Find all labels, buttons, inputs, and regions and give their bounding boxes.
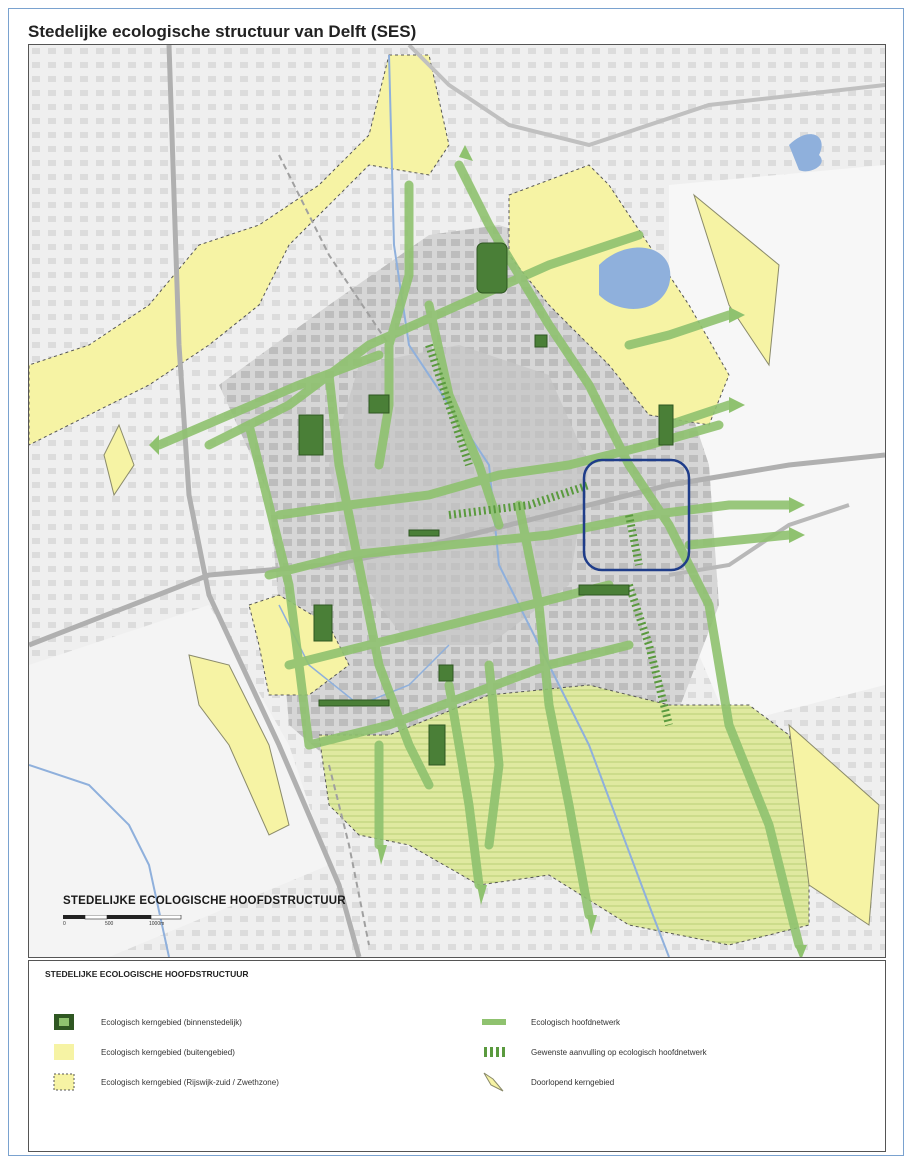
road-north	[407, 45, 885, 148]
page-title: Stedelijke ecologische structuur van Del…	[28, 22, 417, 41]
canal-southwest	[29, 764, 170, 957]
legend-item: Ecologisch kerngebied (buitengebied)	[49, 1041, 235, 1063]
aanvulling-swatch-icon	[479, 1041, 509, 1063]
ecologisch-hoofdnetwerk	[154, 160, 804, 950]
kerngebied-buiten-swatch-icon	[49, 1041, 79, 1063]
lake-north	[599, 247, 671, 309]
railway-south	[328, 764, 370, 946]
legend-item: Ecologisch kerngebied (binnenstedelijk)	[49, 1011, 242, 1033]
lake-northeast	[789, 134, 822, 172]
road-east	[668, 503, 850, 577]
legend-label: Ecologisch kerngebied (Rijswijk-zuid / Z…	[101, 1077, 279, 1087]
legend-label: Gewenste aanvulling op ecologisch hoofdn…	[531, 1047, 707, 1057]
legend-label: Ecologisch hoofdnetwerk	[531, 1017, 620, 1027]
kerngebied-dashed-swatch-icon	[49, 1071, 79, 1093]
inner-city	[329, 345, 589, 645]
hoofdnetwerk-swatch-icon	[479, 1011, 509, 1033]
legend-label: Ecologisch kerngebied (binnenstedelijk)	[101, 1017, 242, 1027]
scale-label-0: 0	[63, 921, 66, 927]
doorlopend-swatch-icon	[479, 1071, 509, 1093]
legend-title: STEDELIJKE ECOLOGISCHE HOOFDSTRUCTUUR	[45, 969, 249, 979]
kerngebied-binnenstedelijk	[298, 242, 674, 766]
gewenste-aanvulling	[425, 343, 673, 726]
open-land-east	[669, 165, 885, 725]
delft-map	[29, 45, 885, 957]
scale-label-1: 500	[105, 921, 114, 927]
scale-bar: 0 500 1000m	[63, 915, 183, 933]
kerngebied-binnen-swatch-icon	[49, 1011, 79, 1033]
legend-item: Doorlopend kerngebied	[479, 1071, 614, 1093]
legend-item: Gewenste aanvulling op ecologisch hoofdn…	[479, 1041, 707, 1063]
scale-label-2: 1000m	[149, 921, 165, 927]
network-arrowheads	[149, 145, 807, 957]
yellow-zone-northwest	[29, 54, 450, 446]
legend-label: Ecologisch kerngebied (buitengebied)	[101, 1047, 235, 1057]
highway-ew	[29, 452, 885, 648]
legend-panel: STEDELIJKE ECOLOGISCHE HOOFDSTRUCTUUR Ec…	[28, 960, 886, 1152]
legend-label: Doorlopend kerngebied	[531, 1077, 615, 1087]
map-panel: STEDELIJKE ECOLOGISCHE HOOFDSTRUCTUUR 0 …	[28, 44, 886, 958]
highlight-area	[582, 458, 691, 572]
page-frame	[8, 8, 904, 1156]
railway-north	[278, 154, 390, 346]
doorlopend-kerngebied-w	[103, 423, 135, 497]
highway-a13	[166, 45, 362, 957]
doorlopend-kerngebied-se	[788, 723, 880, 926]
legend-item: Ecologisch hoofdnetwerk	[479, 1011, 620, 1033]
doorlopend-kerngebied-ne	[693, 193, 780, 367]
map-inset-title: STEDELIJKE ECOLOGISCHE HOOFDSTRUCTUUR	[63, 895, 346, 907]
doorlopend-kerngebied-sw	[188, 654, 290, 836]
legend-item: Ecologisch kerngebied (Rijswijk-zuid / Z…	[49, 1071, 279, 1093]
